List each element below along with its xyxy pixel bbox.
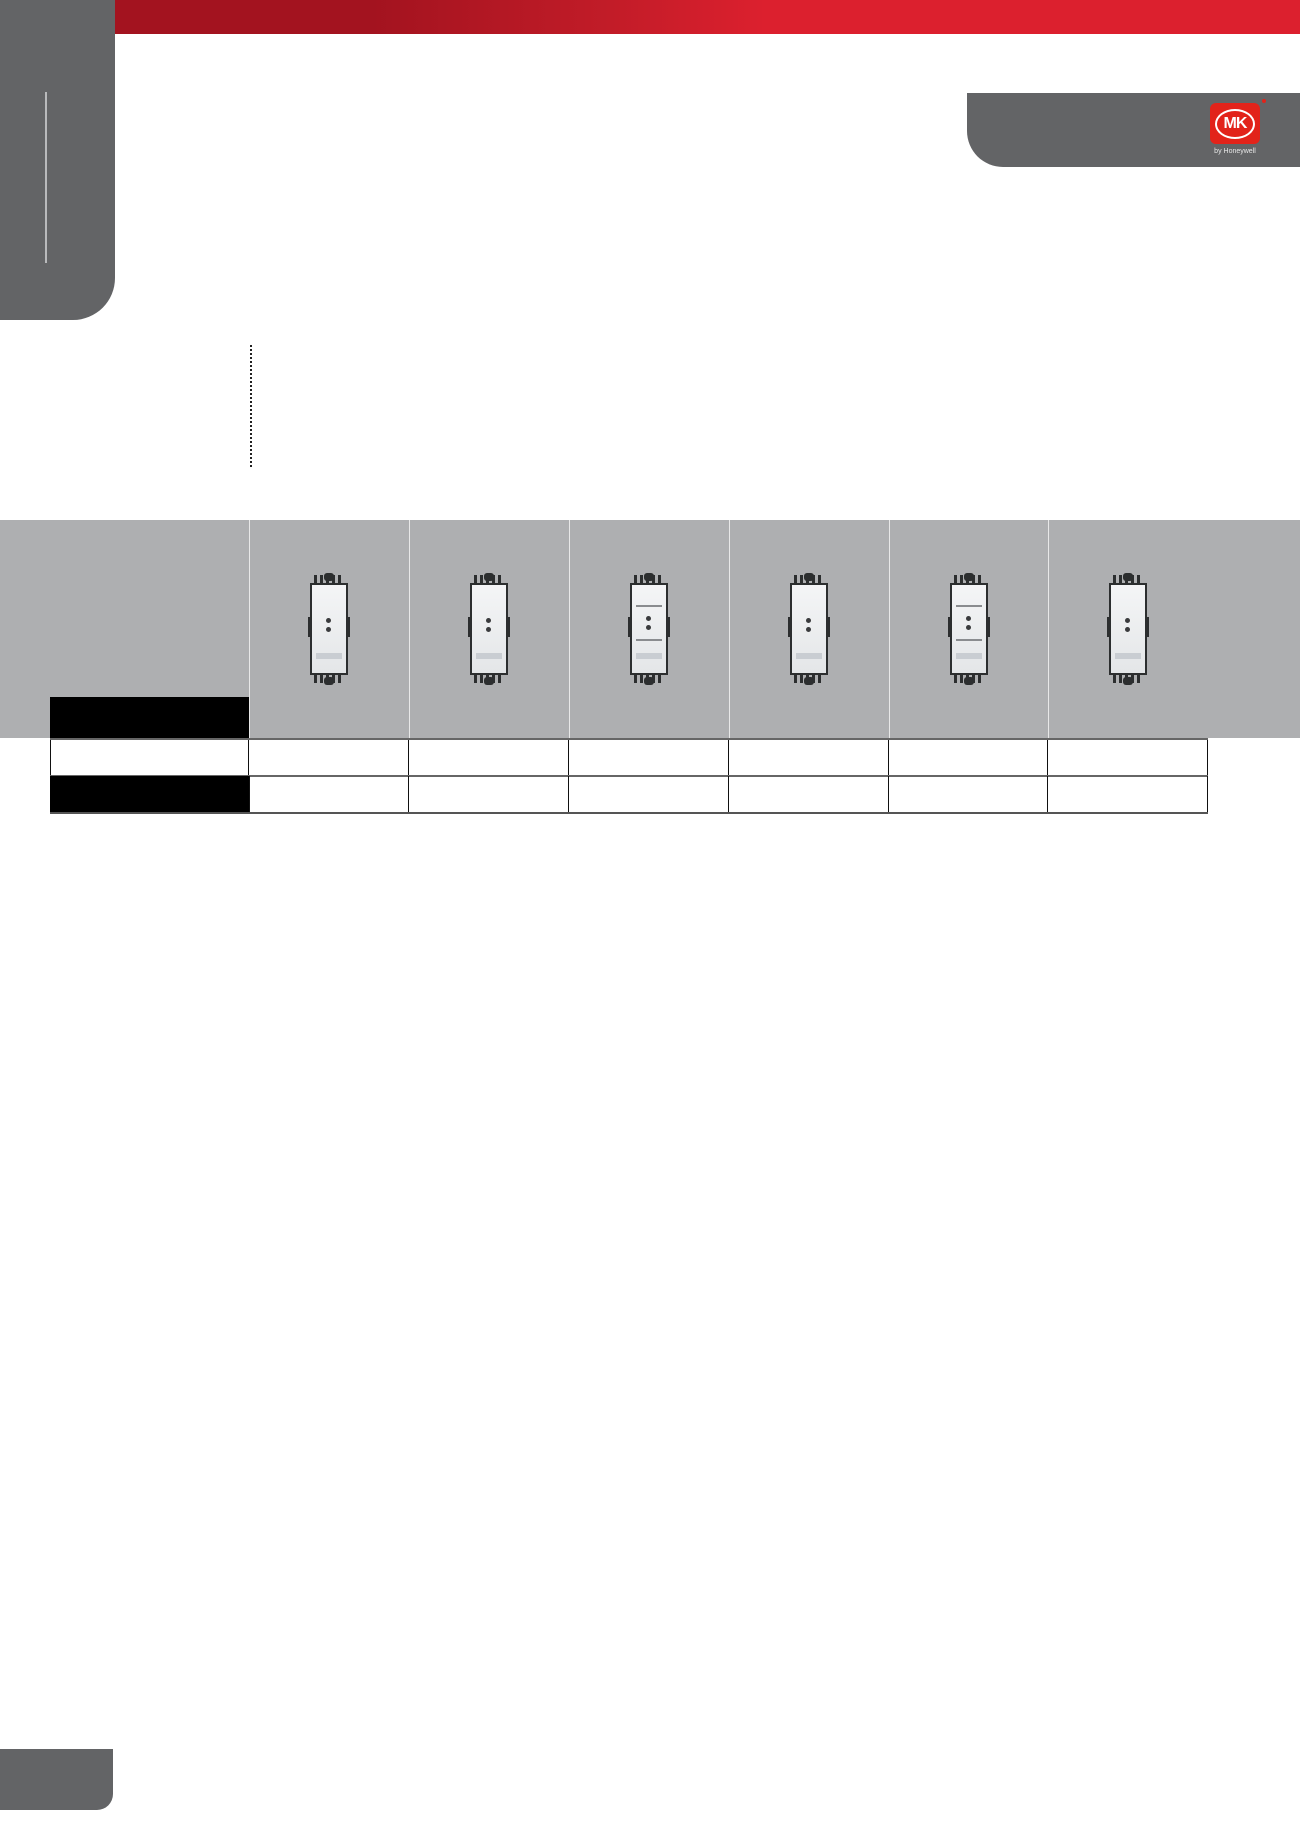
table-cell <box>409 776 569 812</box>
column-divider <box>569 520 570 738</box>
table-header-label <box>50 697 249 738</box>
row-label <box>50 740 249 776</box>
product-image-module-1 <box>308 573 350 685</box>
column-divider <box>729 520 730 738</box>
product-image-module-6 <box>1107 573 1149 685</box>
product-image-module-5 <box>948 573 990 685</box>
table-cell <box>409 740 569 776</box>
table-cell <box>1048 740 1208 776</box>
column-divider <box>889 520 890 738</box>
logo-brand-text: MK <box>1215 108 1255 139</box>
table-cell <box>729 776 889 812</box>
header-red-bar <box>112 0 1300 34</box>
table-cell <box>1048 776 1208 812</box>
table-row <box>50 775 1208 814</box>
table-cell <box>889 740 1048 776</box>
table-cell <box>729 740 889 776</box>
table-cell <box>889 776 1048 812</box>
page-number-tab <box>0 1749 113 1810</box>
column-divider <box>409 520 410 738</box>
dotted-divider <box>250 345 252 467</box>
mk-logo-icon: MK <box>1210 103 1260 144</box>
table-cell <box>569 776 729 812</box>
product-image-module-4 <box>788 573 830 685</box>
table-cell <box>249 776 409 812</box>
brand-logo-tab: MK by Honeywell <box>967 93 1300 167</box>
row-label <box>50 776 249 812</box>
table-cell <box>569 740 729 776</box>
column-divider <box>1048 520 1049 738</box>
table-row <box>50 738 1208 777</box>
section-side-tab <box>0 0 115 320</box>
product-image-module-2 <box>468 573 510 685</box>
logo-tagline: by Honeywell <box>1214 148 1256 155</box>
product-image-module-3 <box>628 573 670 685</box>
column-divider <box>249 520 250 738</box>
registered-mark-icon <box>1262 99 1266 103</box>
table-cell <box>249 740 409 776</box>
side-tab-divider-line <box>45 92 47 263</box>
